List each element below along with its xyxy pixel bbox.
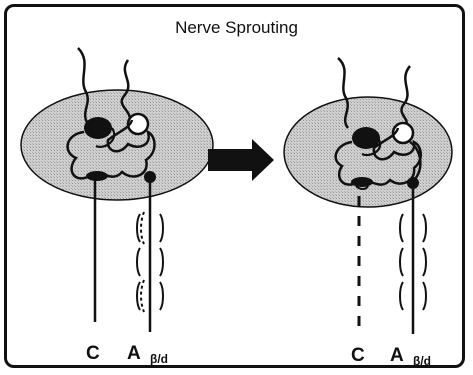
left-c-terminal <box>86 171 108 181</box>
right-dorsal-horn-ellipse <box>284 97 452 207</box>
right-label-a: A <box>390 345 404 367</box>
left-label-a: A <box>127 343 141 365</box>
right-c-terminal <box>351 177 373 187</box>
right-spinal-section <box>284 58 452 334</box>
left-a-terminal <box>144 171 156 183</box>
right-label-c: C <box>351 345 365 367</box>
right-a-terminal <box>407 177 419 189</box>
left-spinal-section <box>21 48 213 332</box>
right-arrow-icon <box>208 139 274 181</box>
left-label-c: C <box>86 343 100 365</box>
left-dark-neuron <box>84 117 112 139</box>
left-dorsal-horn-ellipse <box>21 90 213 200</box>
right-label-a-sub: β/d <box>413 354 431 368</box>
left-label-a-sub: β/d <box>150 352 168 366</box>
